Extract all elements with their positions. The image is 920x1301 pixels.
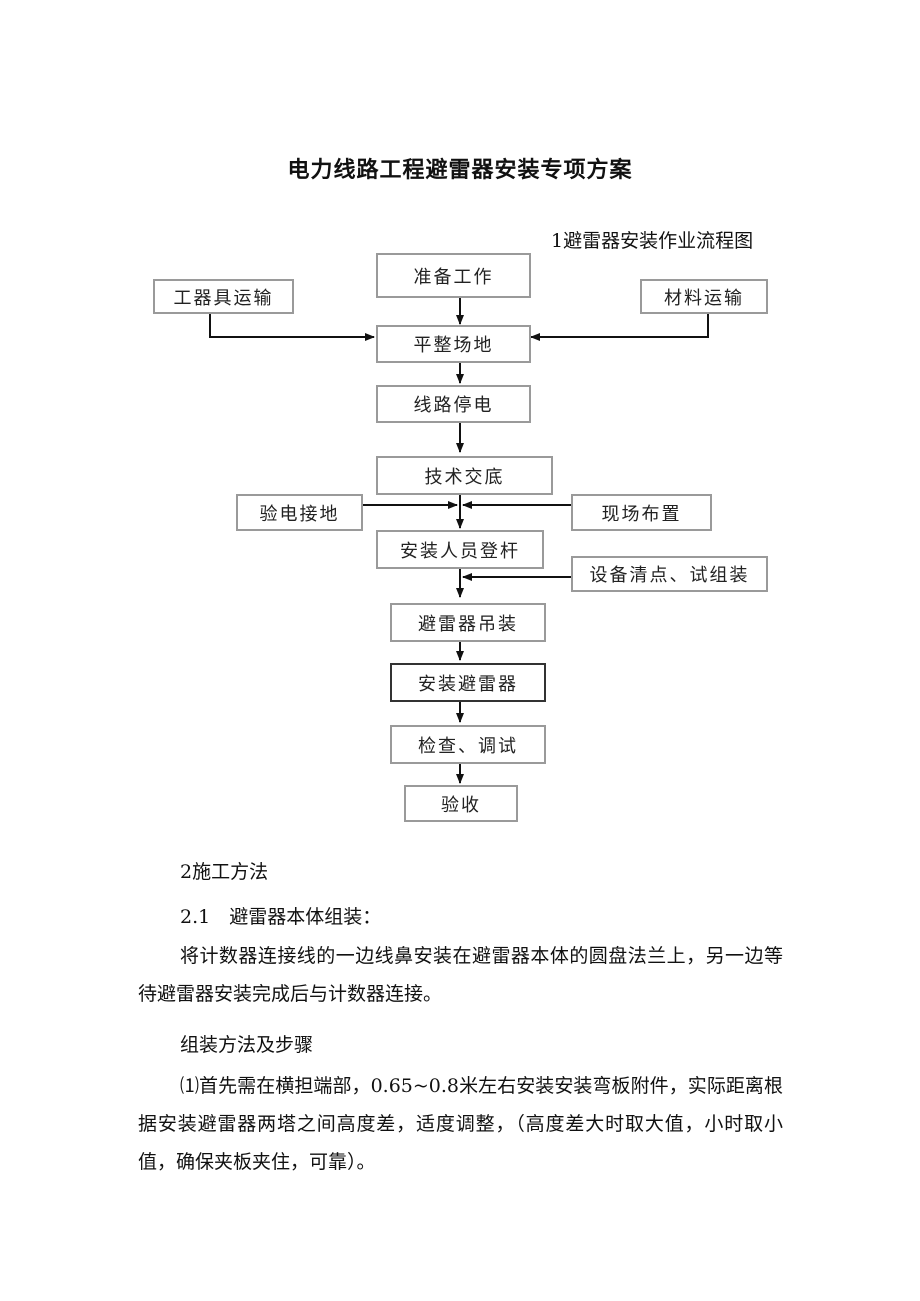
flow-step-power-off: 线路停电 (376, 385, 531, 423)
flow-step-material-transport: 材料运输 (640, 279, 768, 314)
document-title: 电力线路工程避雷器安装专项方案 (287, 158, 633, 183)
paragraph-counter-connection: 将计数器连接线的一边线鼻安装在避雷器本体的圆盘法兰上，另一边等待避雷器安装完成后… (138, 945, 783, 1005)
figure-caption: 1避雷器安装作业流程图 (551, 230, 754, 252)
flow-step-tech-briefing: 技术交底 (376, 456, 553, 495)
flow-step-climb: 安装人员登杆 (376, 530, 544, 569)
flow-step-inspect: 检查、调试 (390, 725, 546, 764)
flow-step-prepare: 准备工作 (376, 253, 531, 298)
paragraph-step-1: ⑴首先需在横担端部，0.65~0.8米左右安装安装弯板附件，实际距离根据安装避雷… (138, 1075, 783, 1173)
section-2-1-heading: 2.1 避雷器本体组装： (180, 906, 382, 928)
section-2-heading: 2施工方法 (180, 861, 269, 883)
flow-step-tools-transport: 工器具运输 (153, 279, 294, 314)
flow-step-site-layout: 现场布置 (571, 494, 712, 531)
arrow-tools-to-level (209, 313, 375, 341)
flow-step-equipment-check: 设备清点、试组装 (571, 556, 768, 592)
flowchart-connectors (209, 297, 709, 784)
flow-step-level-site: 平整场地 (376, 325, 531, 363)
flow-step-install: 安装避雷器 (390, 663, 546, 702)
arrow-material-to-level (530, 313, 709, 341)
flow-step-check-ground: 验电接地 (236, 494, 363, 531)
subheading-assembly-steps: 组装方法及步骤 (180, 1034, 314, 1056)
flow-step-hoist: 避雷器吊装 (390, 603, 546, 642)
flow-step-accept: 验收 (404, 785, 518, 822)
